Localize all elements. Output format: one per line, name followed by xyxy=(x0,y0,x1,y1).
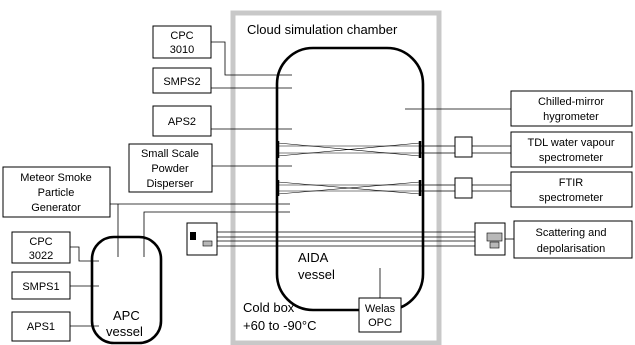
ftir-optical-path xyxy=(276,180,422,196)
svg-text:FTIR: FTIR xyxy=(559,177,583,189)
meteor-smoke-box: Meteor Smoke Particle Generator xyxy=(2,166,111,218)
aps1-box: APS1 xyxy=(11,311,71,342)
cpc3010-line xyxy=(211,41,292,76)
cold-box-frame xyxy=(230,10,442,345)
welas-opc-box: Welas OPC xyxy=(358,297,402,333)
cpc3022-line xyxy=(70,246,99,262)
svg-text:Welas: Welas xyxy=(365,303,396,315)
cold-box-label-1: Cold box xyxy=(243,300,295,315)
svg-text:Disperser: Disperser xyxy=(146,178,193,190)
aida-vessel-label-1: AIDA xyxy=(298,250,329,265)
powder-disperser-box: Small Scale Powder Disperser xyxy=(128,143,213,193)
svg-text:SMPS2: SMPS2 xyxy=(163,76,200,88)
svg-text:Small Scale: Small Scale xyxy=(141,148,199,160)
apc-to-aida-line xyxy=(143,211,290,257)
svg-text:3010: 3010 xyxy=(170,44,194,56)
cpc3022-box: CPC 3022 xyxy=(11,231,71,264)
smps2-box: SMPS2 xyxy=(152,67,212,94)
tdl-box: TDL water vapour spectrometer xyxy=(510,131,633,168)
smps1-box: SMPS1 xyxy=(11,271,71,300)
svg-text:APS1: APS1 xyxy=(27,321,55,333)
svg-text:Scattering and: Scattering and xyxy=(536,227,607,239)
ftir-window xyxy=(420,177,511,199)
svg-text:TDL water vapour: TDL water vapour xyxy=(527,137,614,149)
tdl-window xyxy=(420,136,511,158)
svg-text:spectrometer: spectrometer xyxy=(539,192,604,204)
apc-vessel xyxy=(90,235,163,345)
svg-text:APS2: APS2 xyxy=(168,116,196,128)
apc-vessel-label-1: APC xyxy=(113,308,140,323)
svg-text:spectrometer: spectrometer xyxy=(539,152,604,164)
aps2-box: APS2 xyxy=(152,105,212,137)
aida-vessel-label-2: vessel xyxy=(298,267,335,282)
svg-text:SMPS1: SMPS1 xyxy=(22,281,59,293)
svg-text:hygrometer: hygrometer xyxy=(543,111,599,123)
tdl-optical-path xyxy=(276,141,422,158)
cold-box-label-2: +60 to -90°C xyxy=(243,318,317,333)
ftir-box: FTIR spectrometer xyxy=(510,171,633,208)
scattering-beam-tube xyxy=(186,222,514,256)
svg-text:Particle: Particle xyxy=(38,187,75,199)
svg-text:OPC: OPC xyxy=(368,317,392,329)
svg-text:Generator: Generator xyxy=(31,202,81,214)
scattering-box: Scattering and depolarisation xyxy=(513,220,633,259)
aida-vessel xyxy=(275,46,425,312)
chamber-title: Cloud simulation chamber xyxy=(247,22,398,37)
hygrometer-box: Chilled-mirror hygrometer xyxy=(510,90,633,127)
svg-text:CPC: CPC xyxy=(29,236,52,248)
svg-text:3022: 3022 xyxy=(29,250,53,262)
apc-vessel-label-2: vessel xyxy=(106,324,143,339)
svg-text:CPC: CPC xyxy=(170,30,193,42)
svg-text:Chilled-mirror: Chilled-mirror xyxy=(538,96,604,108)
svg-text:depolarisation: depolarisation xyxy=(537,243,606,255)
cpc3010-box: CPC 3010 xyxy=(152,25,212,59)
svg-text:Meteor Smoke: Meteor Smoke xyxy=(20,172,92,184)
svg-text:Powder: Powder xyxy=(151,163,189,175)
